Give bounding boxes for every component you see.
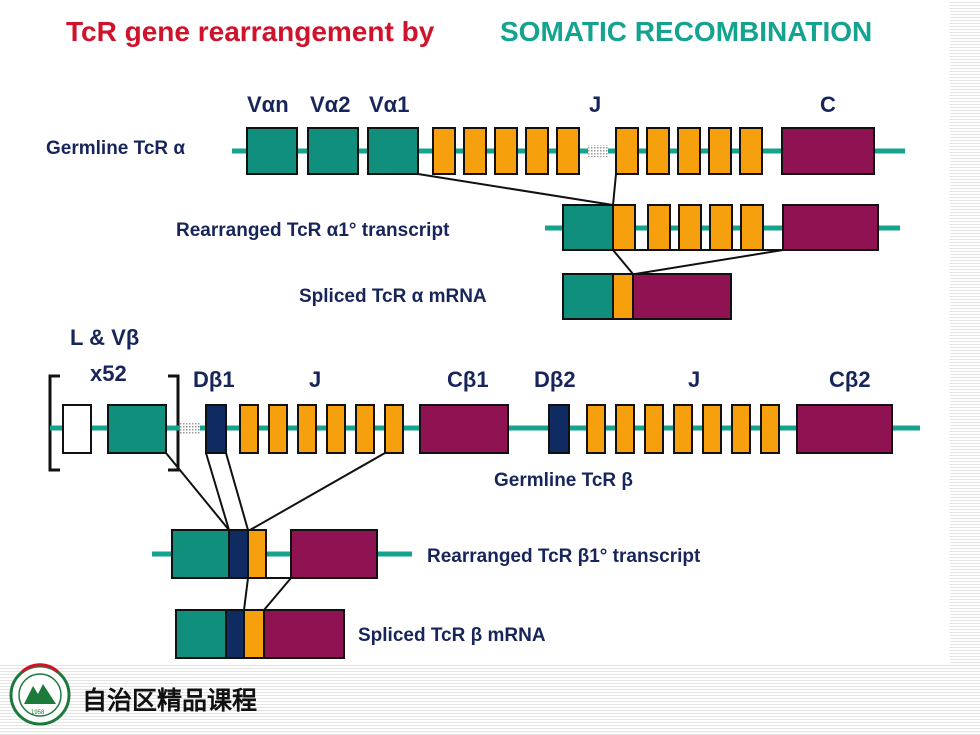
alpha-j-segments-left [432, 127, 580, 175]
alpha-j-segment [646, 127, 670, 175]
beta-mrna-v [175, 609, 227, 659]
svg-text:1958: 1958 [31, 710, 45, 716]
alpha-rearranged-j-segments [612, 204, 764, 251]
beta-rearranged-label: Rearranged TcR β1° transcript [427, 546, 701, 567]
alpha-v-label-1: Vα1 [369, 92, 409, 117]
alpha-rearranged-c [782, 204, 879, 251]
beta-c1-segment [419, 404, 509, 454]
alpha-j-segment [615, 127, 639, 175]
alpha-v-segment-n [246, 127, 298, 175]
alpha-rearranged-j [647, 204, 671, 251]
alpha-gap-dots [588, 145, 608, 157]
alpha-rearranged-j [709, 204, 733, 251]
beta-d1-segment [205, 404, 227, 454]
beta-rearranged-c [290, 529, 378, 579]
beta-j1-segments [239, 404, 404, 454]
alpha-rearranged-v [562, 204, 614, 251]
beta-mrna-c [263, 609, 345, 659]
alpha-j-segment [463, 127, 487, 175]
university-logo: 1958 [9, 663, 71, 726]
alpha-c-label: C [820, 92, 836, 117]
alpha-j-segment [739, 127, 763, 175]
beta-spliced-label: Spliced TcR β mRNA [358, 625, 546, 646]
beta-rearrangement-lines [165, 452, 386, 611]
beta-connector [243, 577, 249, 611]
alpha-segment-labels: Vαn Vα2 Vα1 J C [247, 92, 836, 117]
beta-j2-label: J [688, 367, 700, 392]
alpha-j-label: J [589, 92, 601, 117]
beta-gap-dots [180, 422, 200, 434]
alpha-j-segment [677, 127, 701, 175]
beta-d2-label: Dβ2 [534, 367, 576, 392]
beta-j2-segment [702, 404, 722, 454]
beta-segment-labels: L & Vβ x52 Dβ1 J Cβ1 Dβ2 J Cβ2 [70, 325, 871, 392]
alpha-rearranged-label: Rearranged TcR α1° transcript [176, 220, 450, 241]
beta-rearranged-j [247, 529, 267, 579]
alpha-connector [417, 173, 614, 206]
beta-mrna-d [225, 609, 245, 659]
beta-x52-label: x52 [90, 361, 127, 386]
beta-j2-segment [615, 404, 635, 454]
beta-j2-segment [731, 404, 751, 454]
beta-rearranged-d [228, 529, 249, 579]
beta-lv-label: L & Vβ [70, 325, 139, 350]
beta-j2-segment [673, 404, 693, 454]
alpha-mrna-v [562, 273, 614, 320]
beta-d2-segment [548, 404, 570, 454]
beta-j1-segment [384, 404, 404, 454]
beta-c2-label: Cβ2 [829, 367, 871, 392]
beta-j1-segment [268, 404, 288, 454]
beta-connector [249, 452, 386, 531]
beta-rearranged-v [171, 529, 230, 579]
beta-connector [225, 452, 249, 531]
beta-j1-segment [239, 404, 259, 454]
alpha-mrna-j [612, 273, 634, 320]
alpha-v-segment-1 [367, 127, 419, 175]
alpha-j-segments-right [615, 127, 763, 175]
beta-j2-segment [760, 404, 780, 454]
alpha-rearranged-j [740, 204, 764, 251]
beta-j1-segment [326, 404, 346, 454]
beta-c2-segment [796, 404, 893, 454]
alpha-v-segment-2 [307, 127, 359, 175]
beta-j1-label: J [309, 367, 321, 392]
alpha-v-label-2: Vα2 [310, 92, 350, 117]
beta-j2-segment [644, 404, 664, 454]
alpha-connector [634, 249, 784, 275]
alpha-spliced-label: Spliced TcR α mRNA [299, 286, 487, 307]
beta-germline-label: Germline TcR β [494, 470, 633, 491]
alpha-j-segment [494, 127, 518, 175]
beta-connector [263, 577, 292, 611]
beta-j1-segment [297, 404, 317, 454]
alpha-connector [612, 173, 617, 206]
beta-connector [205, 452, 230, 531]
alpha-rearranged-j [678, 204, 702, 251]
beta-leader-segment [62, 404, 92, 454]
alpha-germline-label: Germline TcR α [46, 138, 185, 159]
alpha-j-segment [525, 127, 549, 175]
beta-v-bracket [48, 374, 180, 472]
beta-connector [165, 452, 230, 531]
title-red: TcR gene rearrangement by [66, 16, 435, 47]
alpha-mrna-c [632, 273, 732, 320]
beta-j2-segments [586, 404, 780, 454]
beta-mrna-j [243, 609, 265, 659]
beta-d1-label: Dβ1 [193, 367, 235, 392]
alpha-rearranged-j [612, 204, 636, 251]
beta-v-segment [107, 404, 167, 454]
alpha-c-segment [781, 127, 875, 175]
alpha-connector [612, 249, 634, 275]
alpha-v-label-n: Vαn [247, 92, 289, 117]
beta-j2-segment [586, 404, 606, 454]
course-label: 自治区精品课程 [82, 686, 257, 715]
beta-c1-label: Cβ1 [447, 367, 489, 392]
alpha-j-segment [556, 127, 580, 175]
beta-j1-segment [355, 404, 375, 454]
title-green: SOMATIC RECOMBINATION [500, 16, 872, 47]
alpha-j-segment [432, 127, 456, 175]
alpha-j-segment [708, 127, 732, 175]
